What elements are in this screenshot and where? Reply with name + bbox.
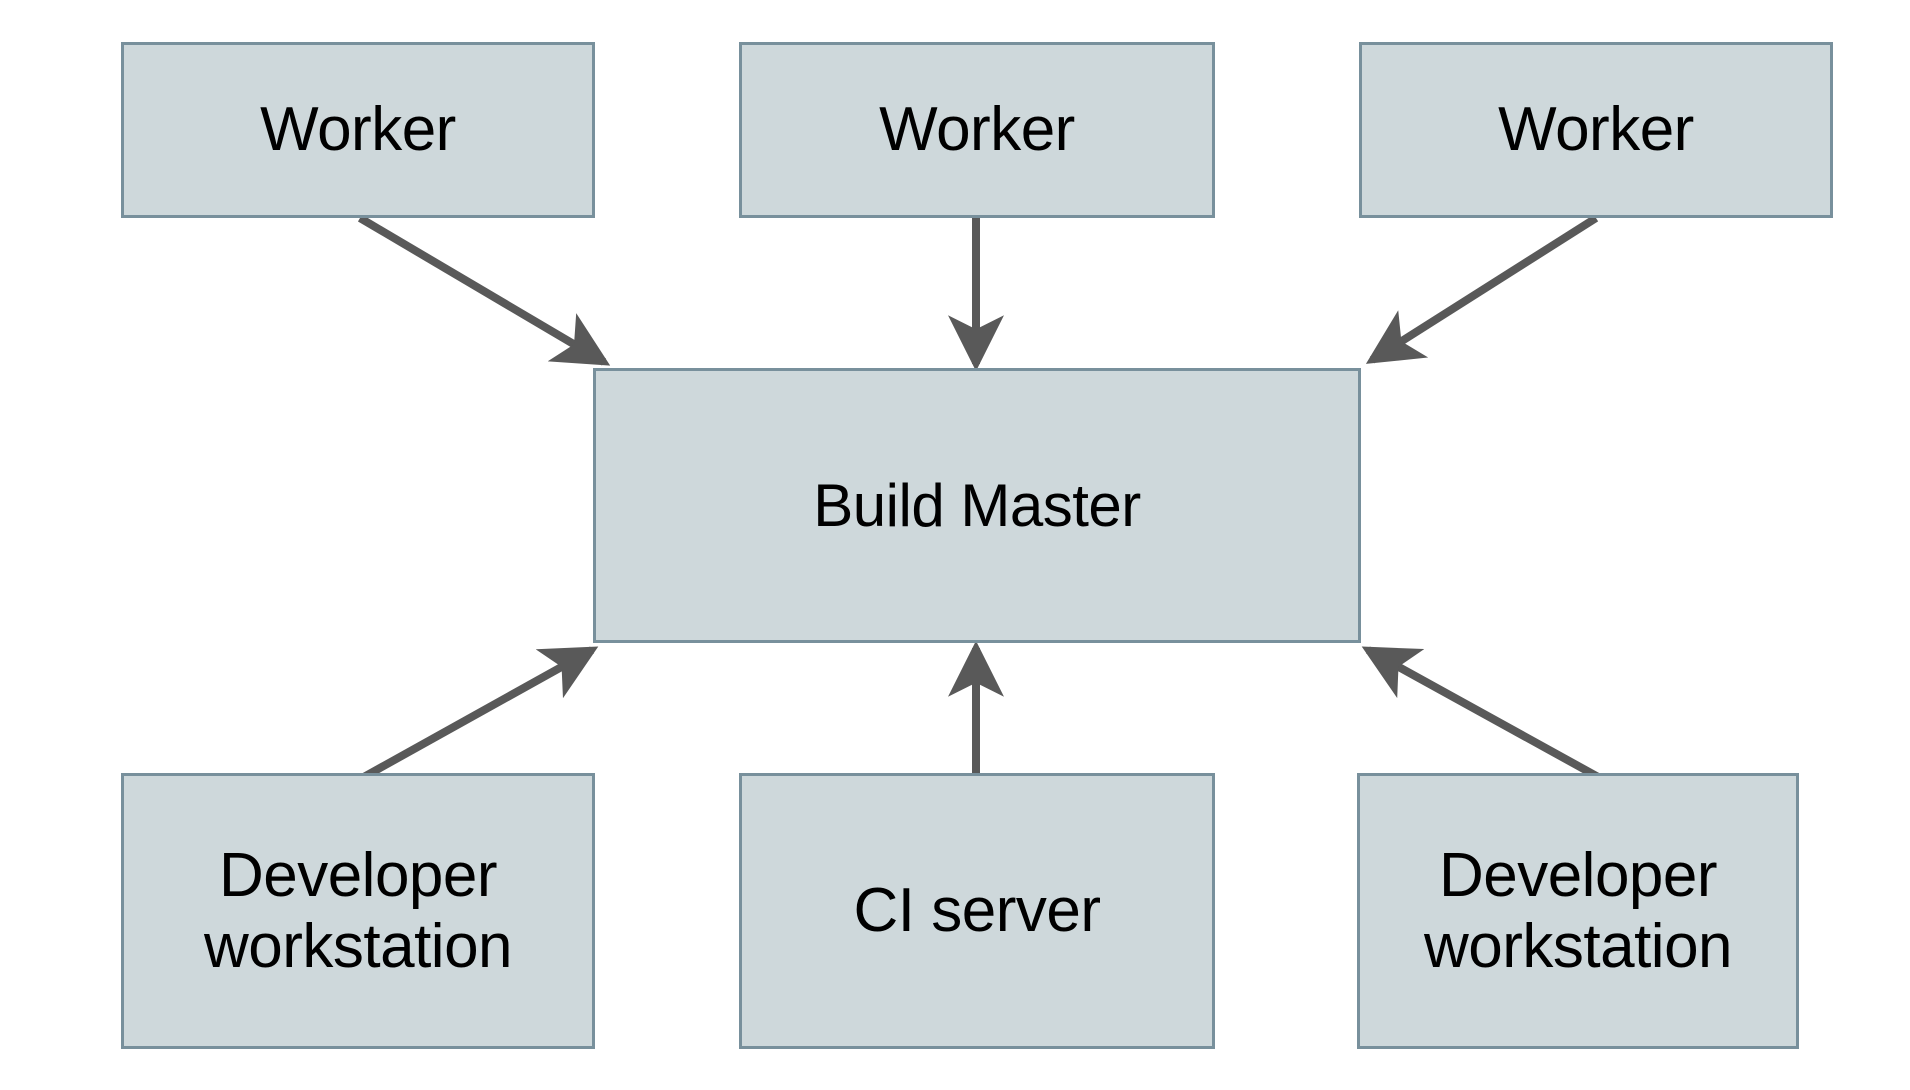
arrow-dev-left-to-build-master (360, 646, 599, 782)
node-developer-workstation-right[interactable]: Developer workstation (1357, 773, 1799, 1049)
node-ci-server[interactable]: CI server (739, 773, 1215, 1049)
node-build-master[interactable]: Build Master (593, 368, 1361, 643)
node-developer-workstation-right-label: Developer workstation (1423, 840, 1733, 981)
node-developer-workstation-left-label: Developer workstation (203, 840, 513, 981)
arrow-dev-right-to-build-master (1361, 646, 1602, 782)
node-worker-2[interactable]: Worker (739, 42, 1215, 218)
node-ci-server-label: CI server (853, 876, 1101, 946)
node-worker-1[interactable]: Worker (121, 42, 595, 218)
arrow-worker-3-to-build-master (1365, 214, 1599, 364)
node-worker-2-label: Worker (879, 95, 1075, 165)
node-developer-workstation-left[interactable]: Developer workstation (121, 773, 595, 1049)
node-build-master-label: Build Master (813, 472, 1141, 539)
node-worker-3[interactable]: Worker (1359, 42, 1833, 218)
arrow-worker-1-to-build-master (357, 214, 611, 366)
node-worker-3-label: Worker (1498, 95, 1694, 165)
node-worker-1-label: Worker (260, 95, 456, 165)
